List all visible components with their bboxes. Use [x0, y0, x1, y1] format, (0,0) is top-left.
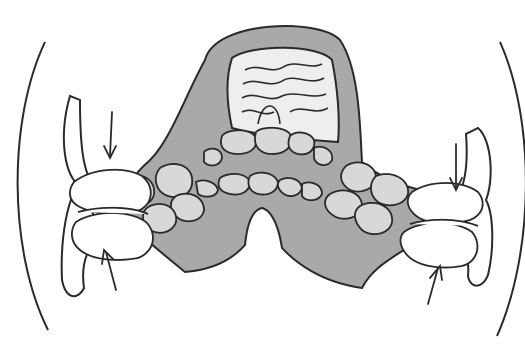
arrow-upper-left	[104, 112, 116, 158]
right-cheek-contour	[497, 42, 525, 336]
arrow-lower-right	[428, 266, 442, 304]
arrow-upper-right	[450, 144, 462, 190]
left-cheek-contour	[18, 42, 48, 330]
